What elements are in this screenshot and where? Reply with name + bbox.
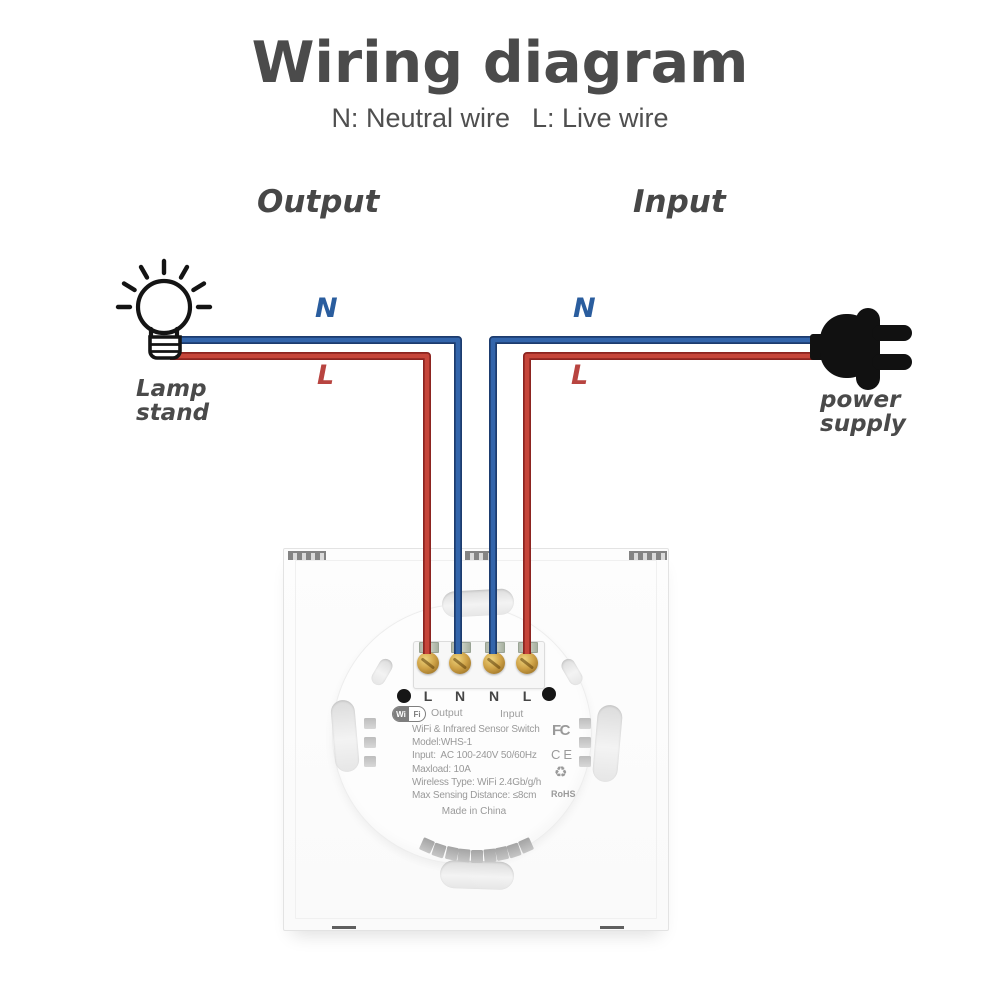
vent-slot — [579, 737, 591, 748]
panel-notch-left — [332, 926, 356, 929]
arc-vent — [483, 848, 497, 863]
ce-mark: CE — [551, 747, 576, 762]
power-caption-line1: power — [820, 387, 901, 413]
vent-slot — [364, 737, 376, 748]
terminal-label: N — [488, 688, 500, 704]
arc-vent — [471, 850, 483, 863]
wifi-logo-fi: Fi — [413, 709, 421, 719]
terminal-label: L — [423, 688, 433, 704]
device-input-caption: Input — [500, 708, 524, 720]
live-label-right: L — [571, 360, 589, 391]
terminal-screw-n-in — [483, 652, 505, 674]
legend-neutral: N: Neutral wire — [331, 103, 510, 133]
recycle-icon: ♻ — [554, 764, 568, 781]
fcc-mark: FC — [552, 722, 571, 739]
power-plug-icon — [810, 308, 912, 390]
vent-slot — [364, 718, 376, 729]
spec-line: Input: AC 100-240V 50/60Hz — [412, 750, 537, 762]
panel-notch-right — [600, 926, 624, 929]
indicator-dot-right — [542, 687, 556, 701]
wifi-logo-wi: Wi — [393, 707, 409, 721]
terminal-label: L — [522, 688, 532, 704]
page-title: Wiring diagram — [251, 30, 749, 96]
device-spec-text: WiFi & Infrared Sensor Switch Model:WHS-… — [412, 723, 554, 802]
terminal-screw-l-out — [417, 652, 439, 674]
live-label-left: L — [317, 360, 335, 391]
terminal-label: N — [454, 688, 466, 704]
device-output-caption: Output — [431, 707, 463, 719]
terminal-screw-n-out — [449, 652, 471, 674]
indicator-dot-left — [397, 689, 411, 703]
mounting-teeth-center — [465, 551, 495, 560]
spec-line: Max Sensing Distance: ≤8cm — [412, 790, 537, 802]
power-supply-caption: power supply — [820, 388, 906, 436]
wall-plate-inner-border — [295, 560, 657, 919]
arc-vent — [457, 848, 471, 863]
spec-line: Maxload: 10A — [412, 763, 471, 775]
rohs-mark: RoHS — [551, 789, 576, 799]
spec-line: Wireless Type: WiFi 2.4Gb/g/h — [412, 776, 542, 788]
input-section-label: Input — [633, 184, 726, 220]
neutral-label-right: N — [573, 293, 596, 324]
spec-line: Model:WHS-1 — [412, 737, 473, 749]
power-caption-line2: supply — [820, 411, 906, 437]
wifi-logo: Wi Fi — [392, 706, 426, 722]
terminal-screw-l-in — [516, 652, 538, 674]
vent-slot — [364, 756, 376, 767]
legend-live: L: Live wire — [531, 103, 669, 133]
output-section-label: Output — [257, 184, 380, 220]
wire-legend: N: Neutral wire L: Live wire — [0, 103, 1000, 134]
made-in-label: Made in China — [441, 806, 507, 817]
lamp-caption-line2: stand — [136, 400, 210, 426]
lamp-stand-caption: Lamp stand — [136, 377, 209, 425]
spec-line: WiFi & Infrared Sensor Switch — [412, 724, 540, 735]
mounting-teeth-left — [288, 551, 326, 560]
vent-slot — [579, 718, 591, 729]
top-slot — [441, 588, 515, 618]
lamp-caption-line1: Lamp — [136, 376, 207, 402]
bottom-slot — [439, 859, 515, 891]
arc-vent — [494, 845, 510, 862]
mounting-teeth-right — [629, 551, 667, 560]
neutral-label-left: N — [315, 293, 338, 324]
vent-slot — [579, 756, 591, 767]
lamp-icon — [115, 258, 213, 360]
